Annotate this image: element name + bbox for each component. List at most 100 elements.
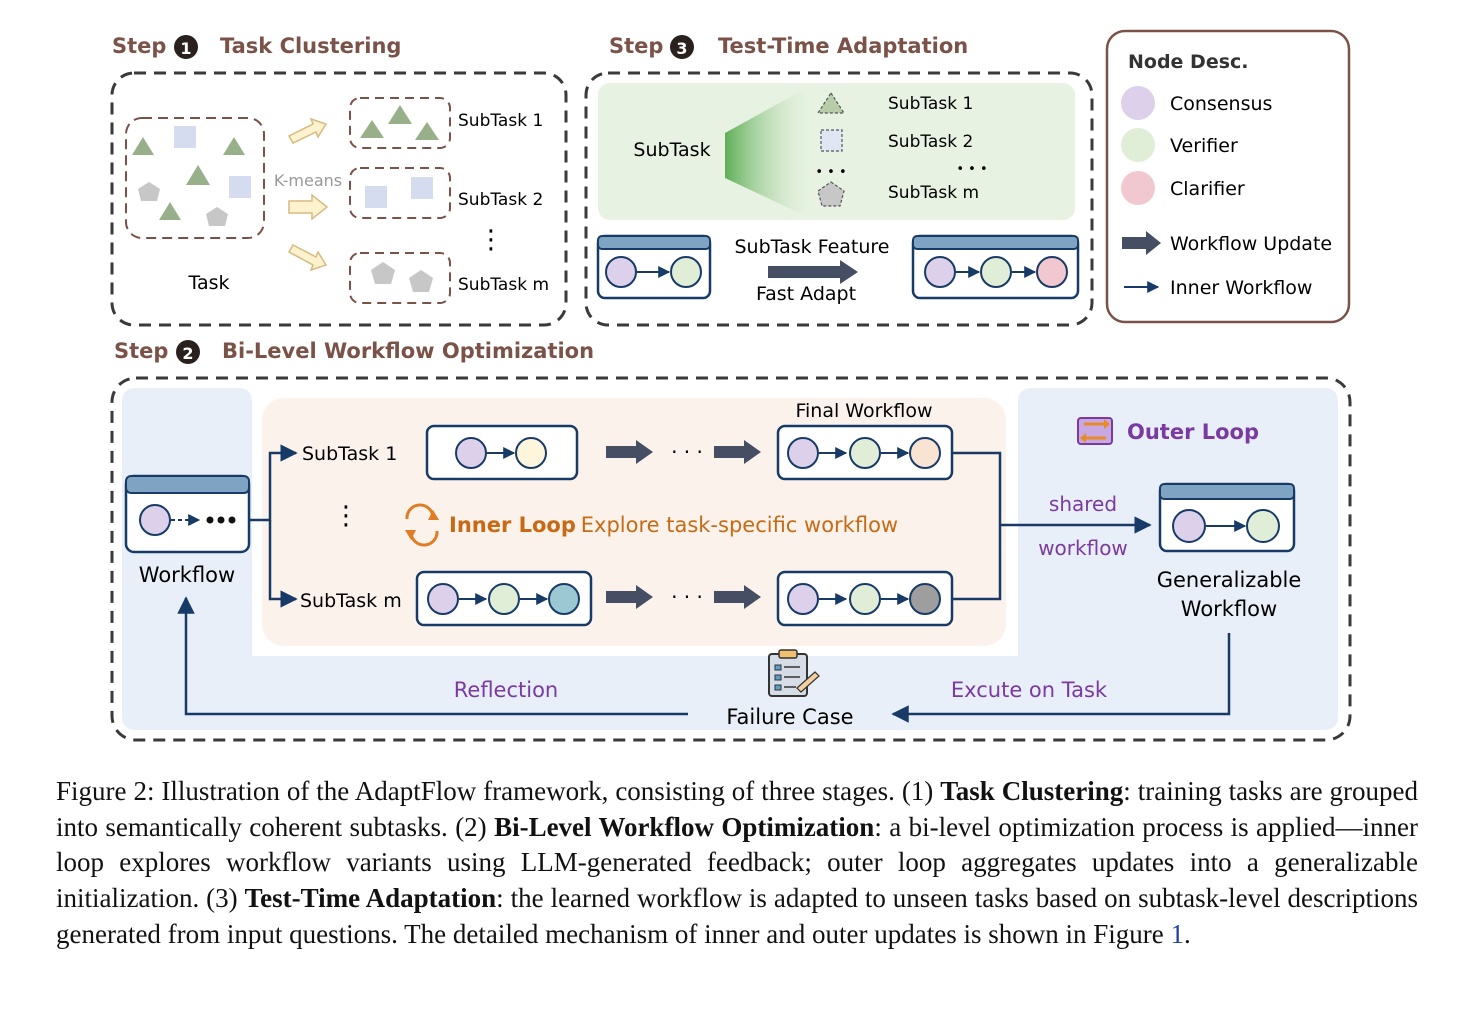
consensus-node: [427, 583, 459, 615]
consensus-node: [605, 256, 637, 288]
subtaskm-start-workflow: [415, 570, 593, 627]
step1-frame: [110, 71, 568, 327]
cluster-shape: [371, 262, 395, 284]
step1-title: Task Clustering: [220, 34, 401, 58]
step3-subtask-1: SubTask 1: [888, 94, 973, 114]
update-arrow: [714, 585, 761, 609]
outer-loop-label: Outer Loop: [1127, 420, 1259, 444]
cluster-2: [349, 167, 451, 219]
legend-workflow-update: Workflow Update: [1170, 233, 1332, 255]
caption-bold-tta: Test-Time Adaptation: [244, 883, 497, 914]
branch-lines: [249, 444, 298, 608]
step3-subtask: SubTask: [633, 139, 710, 161]
step3-source-workflow: [596, 234, 712, 300]
step1-label: Step: [112, 34, 166, 58]
outer-loop-icon: [1077, 417, 1113, 445]
step2-number: 2: [182, 344, 193, 363]
caption-bold-task-clustering: Task Clustering: [940, 776, 1124, 806]
legend-clarifier-swatch: [1121, 171, 1155, 205]
kmeans-label: K-means: [274, 171, 342, 190]
step2-subtask-1: SubTask 1: [302, 443, 397, 465]
task-shape-square: [174, 126, 196, 148]
figure-ref-link[interactable]: 1: [1170, 918, 1185, 949]
inner-loop-label: Inner Loop: [449, 513, 576, 537]
cluster-shape: [365, 186, 387, 208]
workflow-label: Workflow: [139, 563, 235, 587]
outer-loop-return: [177, 596, 1231, 723]
step2-vdots: ⋮: [333, 501, 359, 531]
update-arrow: [606, 585, 653, 609]
figure-caption: Figure 2: Illustration of the AdaptFlow …: [56, 774, 1418, 953]
legend-frame: [1105, 29, 1351, 324]
verifier-node: [670, 256, 702, 288]
triangle-icon: [816, 91, 846, 114]
subtaskm-final-workflow: [776, 570, 954, 627]
shared-label: shared: [1049, 492, 1117, 516]
generalizable-label-1: Generalizable: [1157, 568, 1302, 592]
consensus-node: [787, 583, 819, 615]
cluster-1: [349, 97, 451, 149]
step2-ellipsis-m: · · ·: [671, 585, 703, 609]
step1-subtask-2: SubTask 2: [458, 190, 543, 210]
step1-subtask-m: SubTask m: [458, 275, 549, 295]
task-shape-triangle: [159, 202, 181, 220]
step3-subtask-2: SubTask 2: [888, 132, 973, 152]
step3-dots-2: • • •: [956, 162, 987, 177]
pentagon-icon: [817, 181, 845, 207]
step3-label: Step: [609, 34, 663, 58]
legend-verifier: Verifier: [1170, 135, 1238, 157]
outer-loop-area: [122, 388, 1338, 730]
step3-adapted-workflow: [911, 234, 1080, 300]
custom-node: [909, 437, 941, 469]
consensus-node: [455, 437, 487, 469]
verifier-node: [980, 256, 1012, 288]
adaptflow-diagram: Step 1 Task Clustering Task K-means: [110, 29, 1352, 742]
kmeans-arrow-mid: [288, 193, 329, 221]
task-shape-pentagon: [206, 207, 228, 226]
step1-panel: Step 1 Task Clustering Task K-means: [110, 34, 568, 327]
generalizable-workflow: [1158, 482, 1296, 553]
legend-consensus: Consensus: [1170, 93, 1272, 115]
task-shape-square: [229, 176, 251, 198]
initial-workflow: [124, 474, 251, 554]
final-workflow-label: Final Workflow: [795, 400, 932, 422]
step3-number-badge: [670, 35, 694, 59]
verifier-node: [1246, 509, 1280, 543]
task-shape-triangle: [223, 137, 245, 155]
legend-workflow-update-arrow: [1122, 231, 1161, 255]
step3-frame: [584, 71, 1094, 327]
caption-bold-bilevel: Bi-Level Workflow Optimization: [494, 811, 875, 842]
step2-number-badge: [176, 340, 200, 364]
caption-text-4: : the learned workflow is adapted to uns…: [56, 883, 1419, 949]
cluster-shape: [415, 122, 439, 140]
failure-case-label: Failure Case: [726, 705, 853, 729]
feature-cone: [725, 86, 810, 218]
step2-subtask-m: SubTask m: [300, 590, 402, 612]
inner-loop-desc: : Explore task-specific workflow: [567, 513, 898, 537]
reflection-label: Reflection: [454, 678, 559, 702]
shared-workflow-label: workflow: [1038, 536, 1128, 560]
step2-ellipsis-1: · · ·: [671, 440, 703, 464]
cluster-shape: [388, 105, 412, 124]
step1-number: 1: [180, 39, 191, 58]
generalizable-label-2: Workflow: [1181, 597, 1277, 621]
update-arrow: [606, 440, 653, 464]
custom-node: [548, 583, 580, 615]
consensus-node: [924, 256, 956, 288]
legend-verifier-swatch: [1121, 128, 1155, 162]
task-shape-triangle: [132, 137, 154, 155]
caption-text-3: : a bi-level optimization process is app…: [56, 811, 1418, 914]
clipboard-icon: [768, 649, 820, 697]
cluster-m: [349, 252, 451, 304]
step1-subtask-1: SubTask 1: [458, 111, 543, 131]
subtask1-final-workflow: [776, 424, 954, 481]
task-shape-triangle: [186, 165, 210, 185]
cluster-shape: [411, 177, 433, 199]
kmeans-arrows: [287, 117, 329, 272]
caption-text-1: Figure 2: Illustration of the AdaptFlow …: [56, 776, 941, 806]
shared-workflow-lines: [952, 451, 1152, 601]
step3-title: Test-Time Adaptation: [718, 34, 968, 58]
caption-text-2: : training tasks are grouped into semant…: [56, 776, 1419, 842]
step2-frame: [110, 376, 1352, 742]
verifier-node: [488, 583, 520, 615]
